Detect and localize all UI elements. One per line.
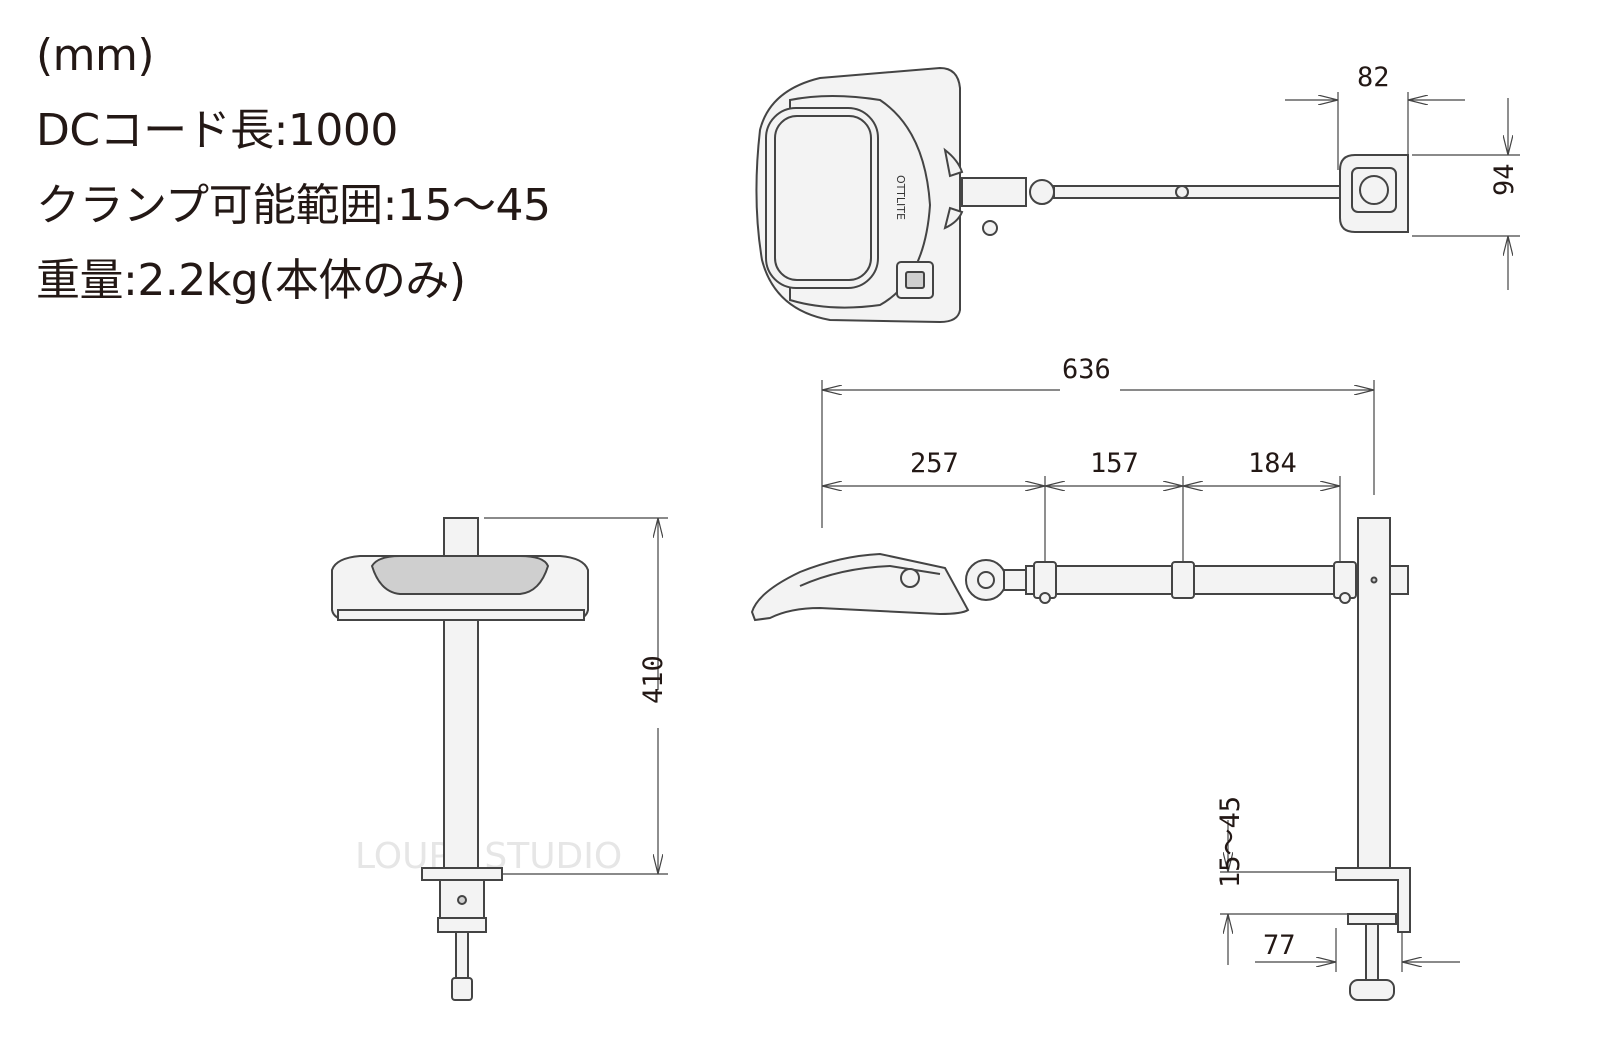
weight-spec: 重量:2.2kg(本体のみ) xyxy=(36,255,466,306)
front-view: 410 xyxy=(331,517,669,1001)
spec-list: (mm) DCコード長:1000 クランプ可能範囲:15～45 重量:2.2kg… xyxy=(36,18,551,318)
dim-segment-3: 184 xyxy=(1248,448,1297,479)
brand-mark: OTTLITE xyxy=(894,175,907,220)
side-clamp xyxy=(1335,867,1411,933)
cord-length-spec: DCコード長:1000 xyxy=(36,105,398,156)
dim-top-width: 82 xyxy=(1357,62,1390,93)
side-screw xyxy=(1365,923,1379,985)
unit-label: (mm) xyxy=(36,30,155,81)
dim-total-length: 636 xyxy=(1062,354,1111,385)
top-joint xyxy=(961,177,1027,207)
top-view: OTTLITE 82 94 xyxy=(755,62,1520,324)
dim-segment-1: 257 xyxy=(910,448,959,479)
front-clamp-top xyxy=(421,867,503,881)
side-view: 636 257 157 184 15～45 77 xyxy=(750,354,1460,1001)
top-arm xyxy=(1053,185,1345,199)
dim-clamp-range: 15～45 xyxy=(1215,796,1246,888)
dim-segment-2: 157 xyxy=(1090,448,1139,479)
front-screw xyxy=(455,931,469,981)
dim-top-depth: 94 xyxy=(1489,163,1520,196)
side-pole xyxy=(1357,517,1391,871)
dim-height: 410 xyxy=(638,655,669,704)
dim-clamp-depth: 77 xyxy=(1263,930,1296,961)
clamp-range-spec: クランプ可能範囲:15～45 xyxy=(36,180,551,231)
side-lamp-head xyxy=(750,552,970,622)
